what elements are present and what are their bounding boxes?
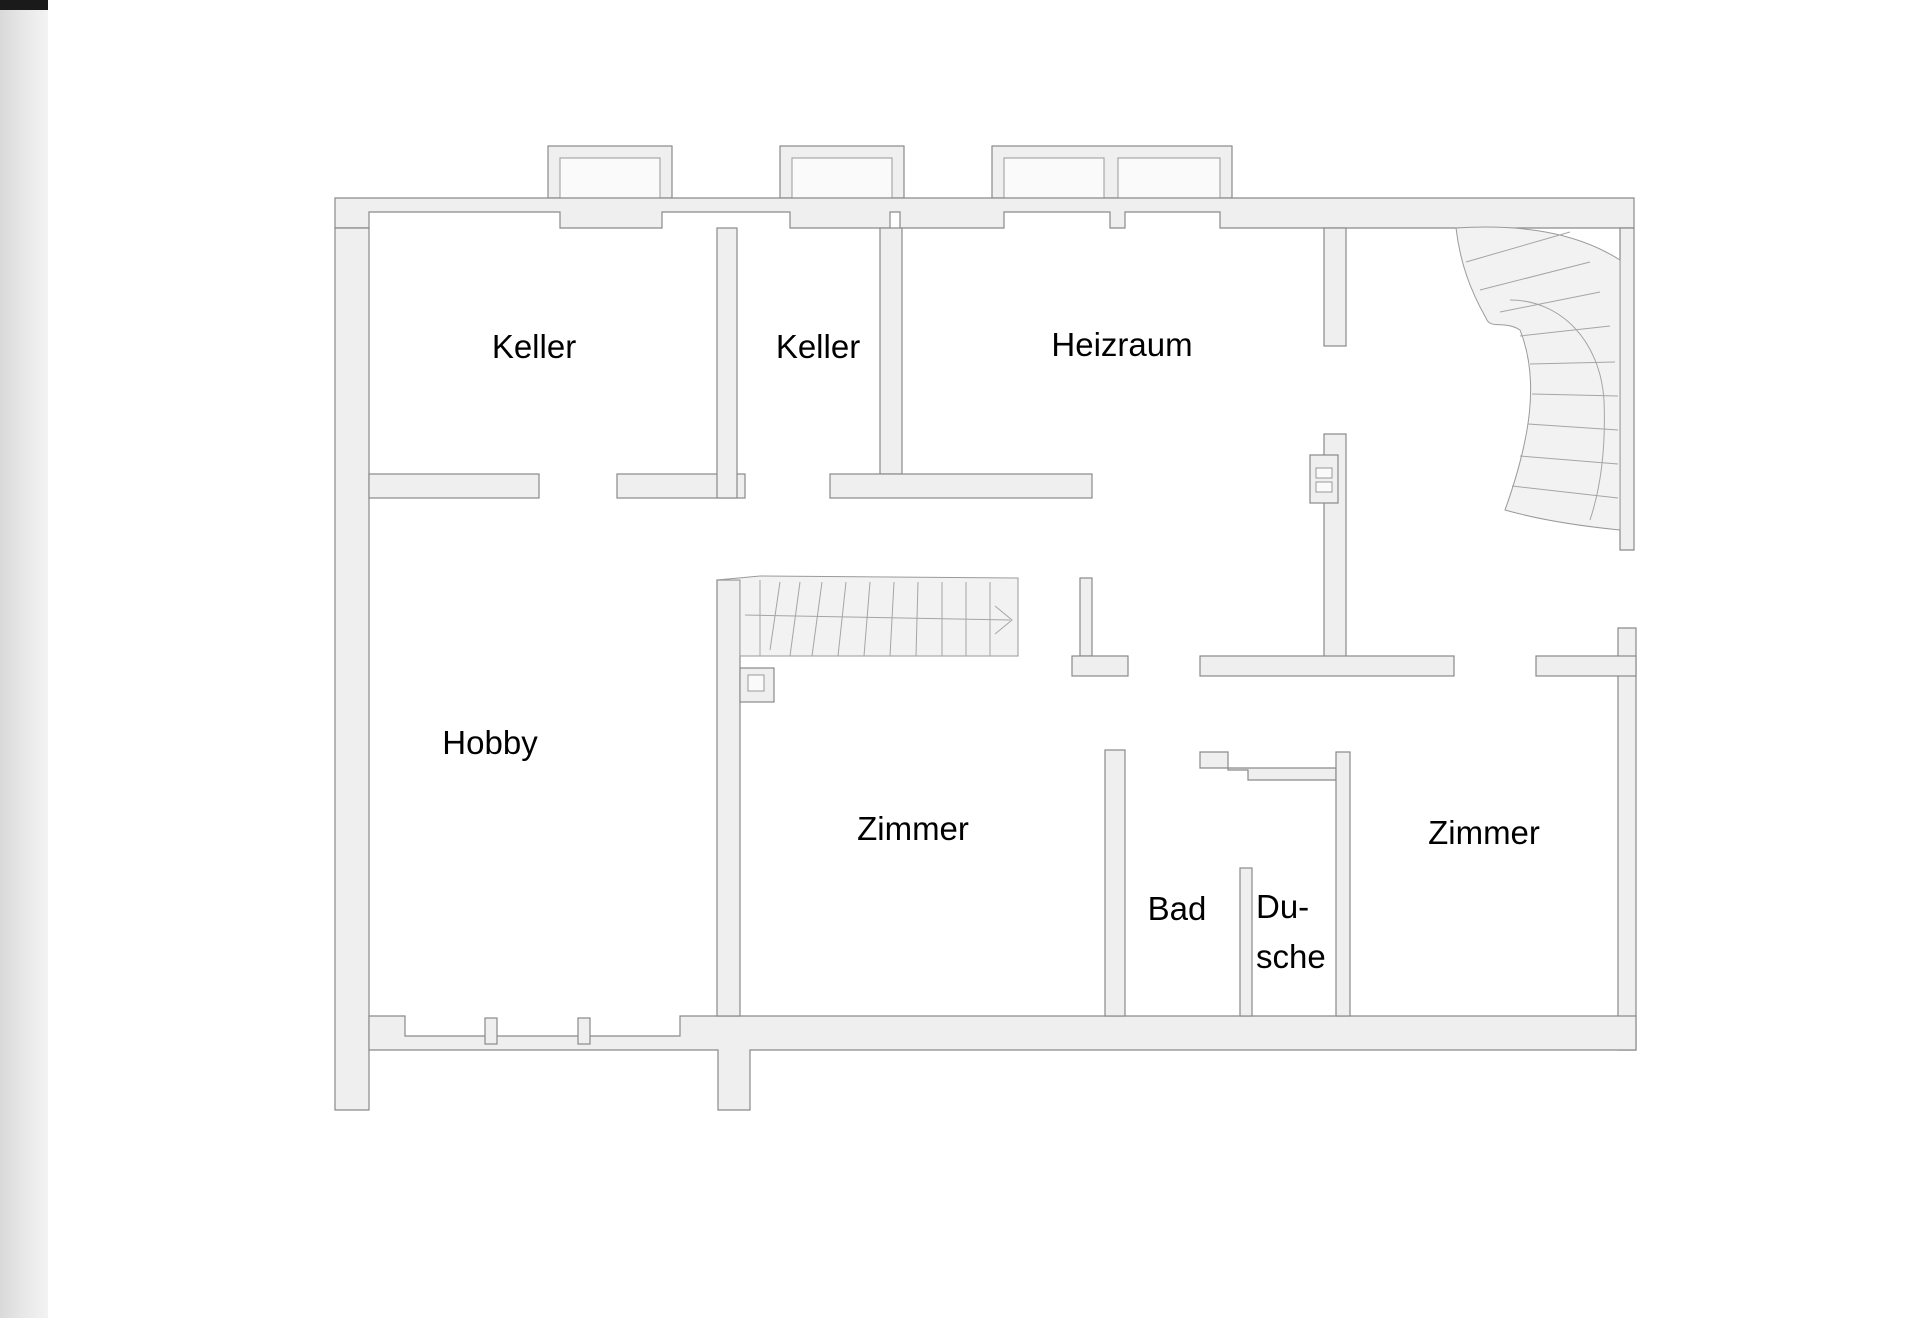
- wall-corridor-right-end: [1535, 655, 1637, 677]
- exterior-walls: [334, 197, 1637, 1111]
- top-wall: [334, 197, 1635, 229]
- wall-hobby-zimmer: [716, 579, 741, 1017]
- room-label-zimmer-2: Zimmer: [1428, 814, 1540, 851]
- chimney: [1309, 454, 1339, 504]
- room-label-keller-1: Keller: [492, 328, 576, 365]
- straight-staircase-icon: [716, 575, 1019, 657]
- wall-heizraum-bottom: [829, 473, 1093, 499]
- wall-corridor-post-base: [1071, 655, 1129, 677]
- room-label-keller-2: Keller: [776, 328, 860, 365]
- room-label-heizraum: Heizraum: [1051, 326, 1192, 363]
- room-labels: Keller Keller Heizraum Hobby Zimmer Bad …: [442, 326, 1540, 975]
- wall-keller1-keller2: [716, 227, 738, 499]
- wall-heizraum-right-upper: [1323, 227, 1347, 347]
- wall-keller1-hobby-left: [368, 473, 540, 499]
- wall-dusche-zimmer: [1335, 751, 1351, 1017]
- wall-corridor-right: [1199, 655, 1455, 677]
- window-post-2: [577, 1017, 591, 1045]
- wall-bad-top: [1199, 751, 1337, 781]
- window-post-1: [484, 1017, 498, 1045]
- wall-zimmer-bad: [1104, 749, 1126, 1017]
- bottom-wall: [368, 1015, 1637, 1111]
- room-label-dusche-line1: Du-: [1256, 888, 1309, 925]
- right-wall-upper: [1619, 227, 1635, 551]
- room-label-bad: Bad: [1148, 890, 1207, 927]
- left-wall: [334, 227, 370, 1111]
- room-label-dusche-line2: sche: [1256, 938, 1326, 975]
- wall-corridor-post: [1079, 577, 1093, 657]
- room-label-zimmer-1: Zimmer: [857, 810, 969, 847]
- scan-mark: [0, 0, 48, 10]
- scan-edge: [0, 0, 48, 1318]
- wall-keller2-heizraum: [879, 227, 903, 475]
- light-wells: [547, 145, 1233, 199]
- spiral-staircase-icon: [1455, 226, 1621, 531]
- right-wall-lower: [1617, 627, 1637, 1051]
- interior-walls: [368, 227, 1637, 1017]
- wall-bad-dusche: [1239, 867, 1253, 1017]
- room-label-hobby: Hobby: [442, 724, 538, 761]
